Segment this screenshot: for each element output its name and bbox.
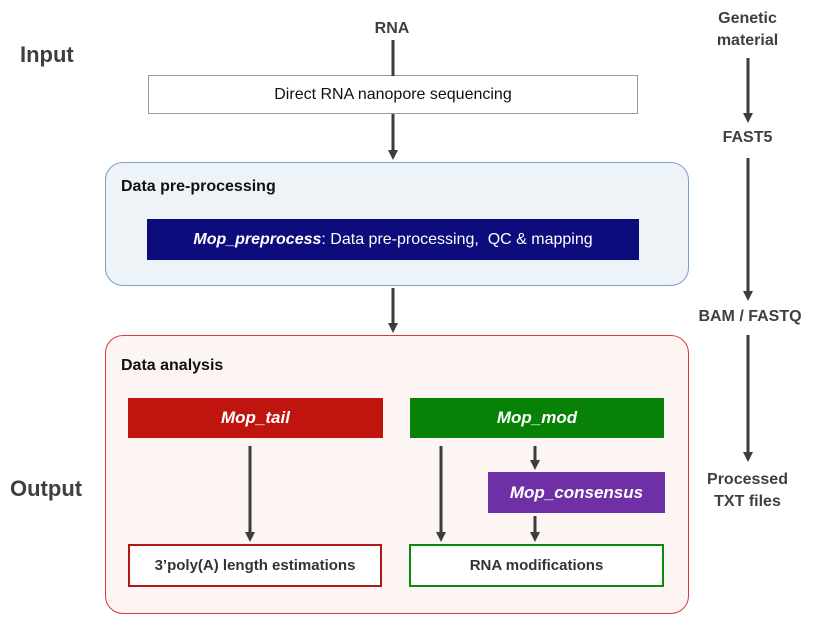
sequencing-label: Direct RNA nanopore sequencing (274, 85, 512, 103)
rna-modifications-result-box: RNA modifications (409, 544, 664, 587)
poly-a-result-label: 3’poly(A) length estimations (154, 557, 356, 574)
mop-tail-box: Mop_tail (128, 398, 383, 438)
mop-preprocess-desc: : Data pre-processing, QC & mapping (321, 230, 593, 248)
mop-mod-box: Mop_mod (410, 398, 664, 438)
mop-tail-label: Mop_tail (221, 408, 290, 427)
analysis-title: Data analysis (121, 357, 224, 374)
rna-modifications-result-label: RNA modifications (469, 557, 604, 574)
sequencing-box: Direct RNA nanopore sequencing (148, 75, 638, 114)
genetic-material-label: Genetic material (716, 10, 779, 49)
bam-fastq-label: BAM / FASTQ (698, 308, 802, 325)
mop-consensus-box: Mop_consensus (488, 472, 665, 513)
preprocessing-title: Data pre-processing (121, 178, 276, 195)
output-label: Output (10, 476, 83, 501)
fast5-label: FAST5 (722, 129, 773, 146)
input-label: Input (20, 42, 74, 67)
mop-preprocess-name: Mop_preprocess (193, 230, 322, 248)
rna-label: RNA (374, 20, 410, 37)
mop-mod-label: Mop_mod (496, 408, 578, 427)
mop-preprocess-box: Mop_preprocess: Data pre-processing, QC … (147, 219, 639, 260)
processed-files-label: Processed TXT files (707, 471, 788, 510)
mop-consensus-label: Mop_consensus (509, 482, 644, 502)
poly-a-result-box: 3’poly(A) length estimations (128, 544, 382, 587)
